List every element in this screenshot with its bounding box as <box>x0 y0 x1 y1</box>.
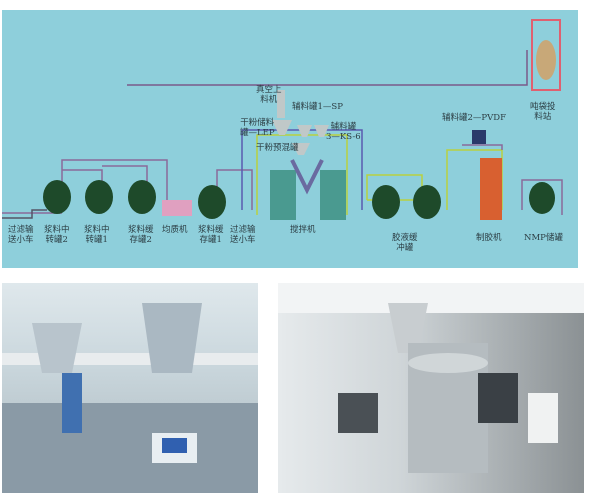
label-glue-maker: 制胶机 <box>476 233 502 243</box>
label-aux-tank-1: 辅料罐1—SP <box>292 102 343 112</box>
label-mixer: 搅拌机 <box>290 225 316 235</box>
process-pipes-and-equipment <box>2 19 563 220</box>
label-slurry-transfer-1: 浆料中 转罐1 <box>84 225 110 245</box>
label-dry-powder-tank: 干粉储料 罐—LEP <box>240 118 275 138</box>
label-slurry-transfer-2: 浆料中 转罐2 <box>44 225 70 245</box>
production-line-photo <box>2 283 258 493</box>
label-aux-tank-3: 辅料罐 3—KS-6 <box>326 122 361 142</box>
label-filter-cart-left: 过滤输 送小车 <box>8 225 34 245</box>
process-flow-diagram: 过滤输 送小车 浆料中 转罐2 浆料中 转罐1 浆料缓 存罐2 均质机 浆料缓 … <box>2 10 578 268</box>
label-glue-buffer: 胶液缓 冲罐 <box>392 233 418 253</box>
label-slurry-buffer-2: 浆料缓 存罐2 <box>128 225 154 245</box>
label-filter-cart-right: 过滤输 送小车 <box>230 225 256 245</box>
label-slurry-buffer-1: 浆料缓 存罐1 <box>198 225 224 245</box>
label-homogenizer: 均质机 <box>162 225 188 235</box>
label-aux-tank-2: 辅料罐2—PVDF <box>442 113 506 123</box>
label-vacuum-loader: 真空上 料机 <box>256 85 282 105</box>
label-dry-powder-premix: 干粉预混罐 <box>256 143 299 153</box>
label-nmp-tank: NMP储罐 <box>524 233 563 243</box>
label-ton-bag-station: 吨袋投 料站 <box>530 102 556 122</box>
feeding-equipment-photo <box>278 283 584 493</box>
